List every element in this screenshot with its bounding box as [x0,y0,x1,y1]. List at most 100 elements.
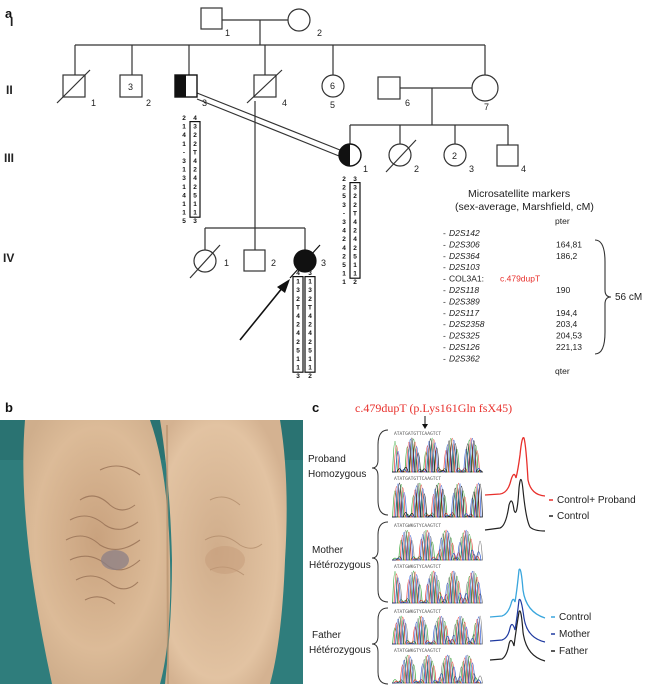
id-IV2: 2 [271,258,276,268]
allele: 3 [182,158,186,165]
chromatogram-panel: ATATGWKGTYCAAGTCT [392,609,483,645]
panel-label-b: b [5,400,13,415]
allele: 2 [353,202,357,209]
allele: 4 [353,236,357,243]
marker-pter: pter [555,216,570,226]
allele: 1 [182,124,186,131]
id-II1: 1 [91,98,96,108]
id-II4: 4 [282,98,287,108]
allele: 4 [296,313,300,320]
allele: 5 [353,253,357,260]
chromatogram-panel: ATATGWKGTYCAAGTCT [392,523,483,561]
proband-arrow [239,279,290,341]
marker-name: D2S142 [449,228,480,238]
allele: 3 [193,218,197,225]
marker-name: COL3A1: [449,274,484,284]
proband-zygosity: Homozygous [308,469,366,480]
marker-name: D2S126 [449,342,480,352]
individual-III4 [496,144,519,167]
allele: 1 [182,201,186,208]
legend-entry: Control [557,511,589,522]
allele: 2 [193,167,197,174]
generation-label-IV: IV [3,251,14,265]
allele: 4 [353,219,357,226]
mother-zygosity: Hétérozygous [309,560,371,571]
generation-label-III: III [4,151,14,165]
base-calls: ATATGWKGTYCAAGTCT [394,609,441,615]
id-II3: 3 [202,98,207,108]
allele: 4 [342,228,346,235]
allele: 1 [182,184,186,191]
marker-cm: 194,4 [556,308,578,318]
id-III4: 4 [521,164,526,174]
allele: 1 [182,167,186,174]
marker-dash: - [443,251,446,261]
allele: - [183,149,185,156]
allele: 2 [308,339,312,346]
base-calls: ATATGATGTTCAAGTCT [394,431,441,437]
allele: 1 [308,365,312,372]
marker-title-2: (sex-average, Marshfield, cM) [455,201,594,213]
allele: T [308,304,312,311]
allele: 5 [342,262,346,269]
allele: 2 [353,193,357,200]
haplotype-box [292,276,304,373]
individual-III3 [443,143,467,167]
allele: 4 [342,245,346,252]
allele: 3 [342,219,346,226]
legend-entry: Mother [559,629,591,640]
panel-label-a: a [5,6,13,21]
individual-III2 [385,139,417,173]
allele: 3 [193,124,197,131]
haplotype-box [349,182,361,279]
chromatogram-panel: ATATGWKGTYCAAGTCT [392,564,483,604]
chromatogram-panel: ATATGATGTTCAAGTCT [392,476,483,518]
marker-dash: - [443,308,446,318]
allele: 2 [193,132,197,139]
allele: 4 [193,115,197,122]
id-III2: 2 [414,164,419,174]
allele: 3 [296,287,300,294]
marker-dash: - [443,331,446,341]
father-label: Father [312,630,342,641]
individual-II7 [471,74,499,102]
marker-qter: qter [555,366,570,376]
allele: 4 [296,270,300,277]
allele: 1 [353,262,357,269]
haplotype-box [189,120,201,218]
id-IV1: 1 [224,258,229,268]
allele: 2 [193,184,197,191]
marker-cm: 221,13 [556,342,582,352]
allele: 3 [342,202,346,209]
individual-III1-carrier [338,143,362,167]
proband-label: Proband [308,454,346,465]
marker-dash: - [443,353,446,363]
allele: - [343,210,345,217]
individual-II5 [321,74,345,98]
marker-title-1: Microsatellite markers [468,188,570,200]
allele: 2 [182,115,186,122]
marker-name: D2S306 [449,239,480,249]
marker-cm: 204,53 [556,331,582,341]
interval-label: 56 cM [615,292,642,303]
id-IV3: 3 [321,258,326,268]
count-II5: 6 [330,81,335,91]
marker-cm: 190 [556,285,570,295]
allele: 5 [182,218,186,225]
generation-labels: I II III IV [3,15,14,265]
marker-name: D2S389 [449,296,480,306]
sequence-group-proband: Proband Homozygous [308,429,389,516]
chromatogram-panel: ATATGATGTTCAAGTCT [392,431,484,473]
allele: 2 [353,228,357,235]
father-zygosity: Hétérozygous [309,645,371,656]
allele: T [353,210,357,217]
allele: 4 [182,192,186,199]
marker-cm: 164,81 [556,239,582,249]
generation-label-II: II [6,83,13,97]
marker-name: D2S2358 [449,319,485,329]
legend-entry: Father [559,646,589,657]
